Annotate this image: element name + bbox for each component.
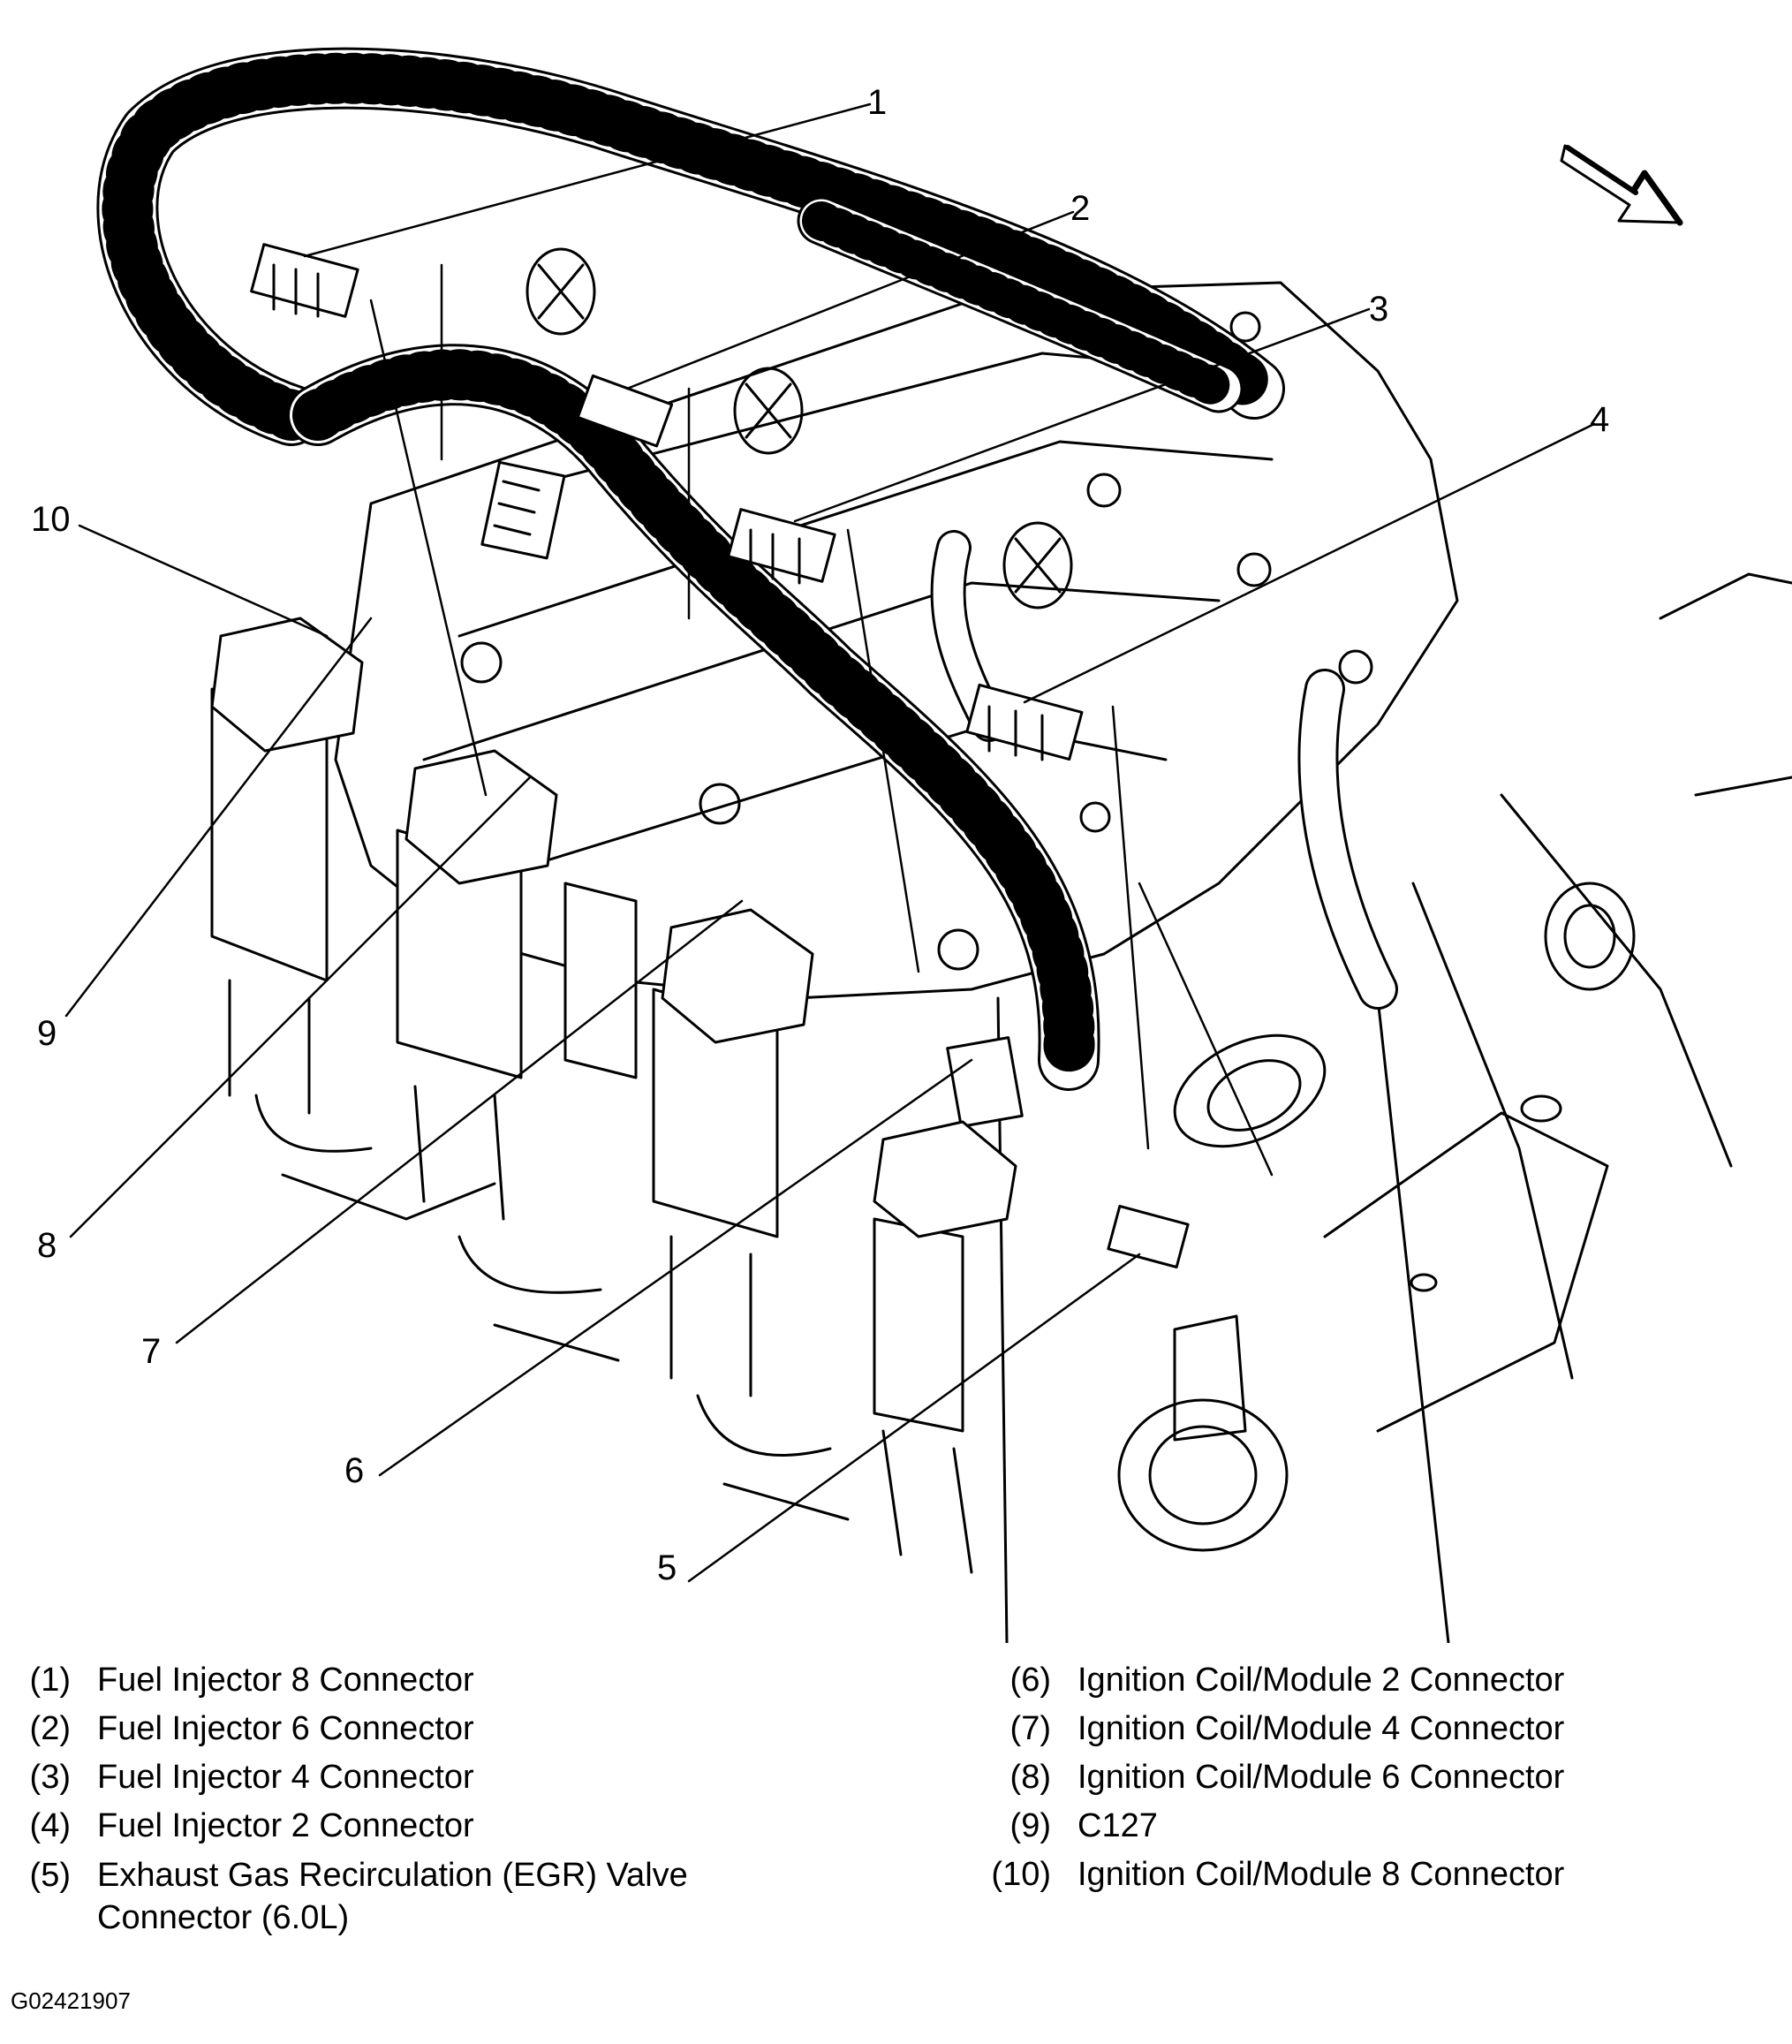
- legend-item: (3) Fuel Injector 4 Connector: [0, 1753, 883, 1802]
- legend-number: (8): [1009, 1759, 1051, 1796]
- legend-number: (5): [29, 1857, 71, 1894]
- callout-3: 3: [1369, 290, 1389, 329]
- wiring-harness: [96, 47, 1398, 1091]
- callout-10: 10: [31, 500, 71, 539]
- callout-2: 2: [1070, 189, 1091, 228]
- callout-8: 8: [37, 1226, 57, 1265]
- callout-6: 6: [344, 1451, 365, 1490]
- legend-number: (3): [29, 1759, 71, 1796]
- legend-number: (10): [991, 1856, 1051, 1893]
- legend-number: (4): [29, 1807, 71, 1844]
- legend-item: (1) Fuel Injector 8 Connector: [0, 1656, 883, 1705]
- callout-4: 4: [1590, 400, 1610, 439]
- legend-item: (2) Fuel Injector 6 Connector: [0, 1705, 883, 1753]
- legend-number: (9): [1009, 1807, 1051, 1844]
- connectors: [250, 243, 1190, 1269]
- legend-label: Fuel Injector 2 Connector: [97, 1807, 474, 1844]
- direction-arrow-icon: [1560, 144, 1683, 226]
- legend-number: (7): [1009, 1710, 1051, 1747]
- legend-label: Ignition Coil/Module 2 Connector: [1077, 1662, 1565, 1699]
- legend-right: (6) Ignition Coil/Module 2 Connector (7)…: [980, 1656, 1775, 1899]
- legend-label: Fuel Injector 6 Connector: [97, 1710, 474, 1747]
- legend-label: Ignition Coil/Module 4 Connector: [1077, 1710, 1565, 1747]
- callout-9: 9: [37, 1014, 57, 1053]
- legend-item: (8) Ignition Coil/Module 6 Connector: [980, 1753, 1775, 1802]
- ignition-coils: [210, 617, 1017, 1574]
- legend-number: (6): [1009, 1662, 1051, 1699]
- legend-item: (5) Exhaust Gas Recirculation (EGR) Valv…: [0, 1854, 883, 1939]
- legend-label: Ignition Coil/Module 6 Connector: [1077, 1759, 1565, 1796]
- legend-label: Ignition Coil/Module 8 Connector: [1077, 1856, 1565, 1893]
- figure-id: G02421907: [11, 1987, 131, 2014]
- legend-item: (4) Fuel Injector 2 Connector: [0, 1802, 883, 1851]
- legend-item: (6) Ignition Coil/Module 2 Connector: [980, 1656, 1775, 1705]
- legend-item: (10) Ignition Coil/Module 8 Connector: [980, 1851, 1775, 1899]
- legend-label: Fuel Injector 8 Connector: [97, 1662, 474, 1699]
- leader-lines: [64, 102, 1596, 1583]
- legend-number: (2): [29, 1710, 71, 1747]
- callout-1: 1: [867, 83, 888, 122]
- legend-label: Exhaust Gas Recirculation (EGR) Valve Co…: [97, 1857, 688, 1936]
- legend-left: (1) Fuel Injector 8 Connector (2) Fuel I…: [0, 1656, 883, 1939]
- legend-number: (1): [29, 1662, 71, 1699]
- callout-5: 5: [657, 1548, 677, 1587]
- fuel-injector-ports: [460, 247, 1073, 971]
- callout-7: 7: [141, 1332, 162, 1371]
- legend-item: (9) C127: [980, 1802, 1775, 1851]
- engine-wiring-diagram: [64, 47, 1792, 1643]
- legend-label: Fuel Injector 4 Connector: [97, 1759, 474, 1796]
- legend-item: (7) Ignition Coil/Module 4 Connector: [980, 1705, 1775, 1753]
- legend-label: C127: [1077, 1807, 1158, 1844]
